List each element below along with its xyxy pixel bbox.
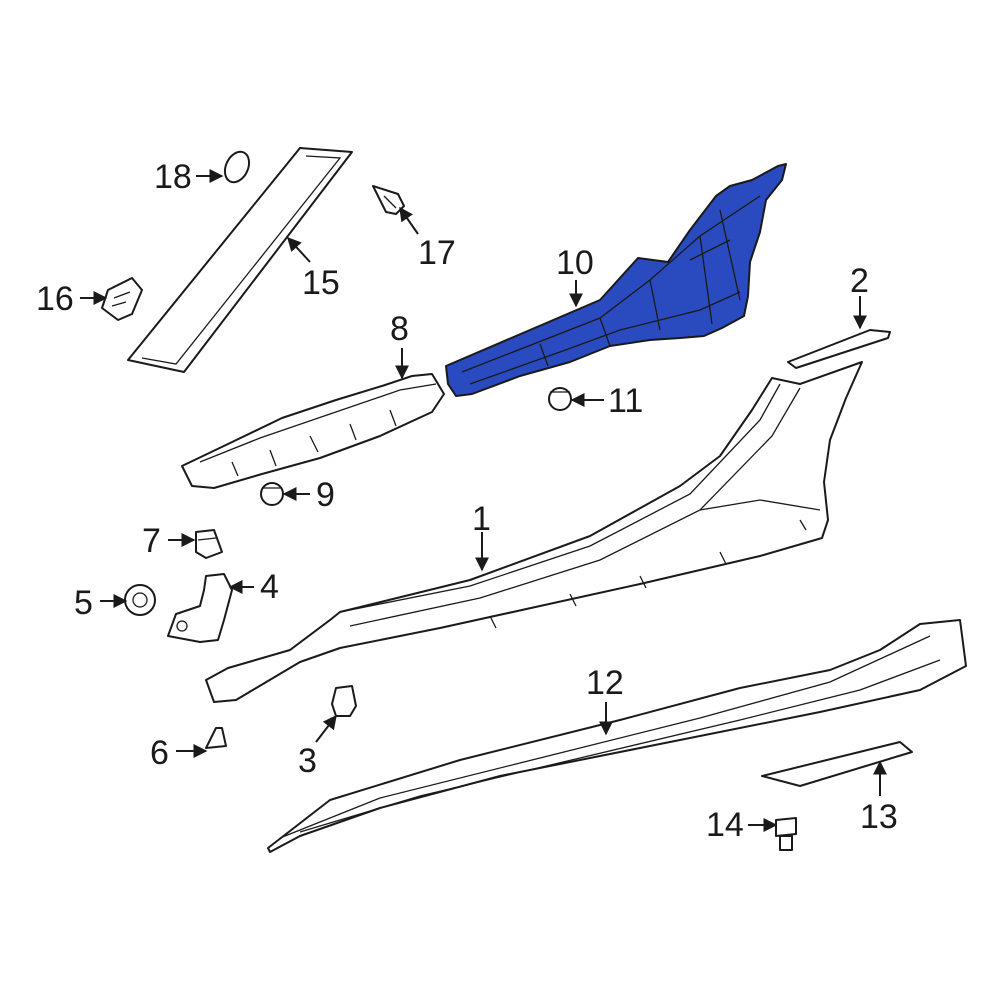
callout-7: 7 [142, 522, 161, 560]
part-17-clip[interactable] [372, 185, 405, 215]
callout-6: 6 [150, 734, 169, 772]
part-16-clip[interactable] [101, 277, 143, 321]
callout-15: 15 [302, 264, 340, 302]
part-7-block[interactable] [195, 529, 223, 559]
part-12-rocker-molding[interactable] [267, 619, 967, 853]
part-6-clip[interactable] [205, 727, 227, 749]
part-13-molding[interactable] [761, 741, 913, 787]
part-14-bolt[interactable] [775, 817, 797, 851]
callout-5: 5 [74, 584, 93, 622]
part-1-side-sill[interactable] [205, 361, 863, 703]
callout-17: 17 [418, 234, 456, 272]
callout-16: 16 [36, 280, 74, 318]
callout-3: 3 [298, 742, 317, 780]
part-8-bracket[interactable] [181, 373, 445, 489]
callout-labels: 1 2 3 4 5 6 7 8 9 10 11 12 13 14 15 16 1… [36, 158, 898, 844]
callout-9: 9 [316, 476, 335, 514]
part-11-clip[interactable] [548, 387, 572, 411]
callout-18: 18 [154, 158, 192, 196]
callout-2: 2 [850, 262, 869, 300]
callout-13: 13 [860, 798, 898, 836]
part-9-clip[interactable] [260, 482, 284, 506]
callout-10: 10 [556, 244, 594, 282]
part-2-strip[interactable] [787, 329, 891, 369]
callout-14: 14 [706, 806, 744, 844]
part-10-reinforcement[interactable] [445, 163, 787, 397]
part-4-bracket[interactable] [167, 573, 233, 643]
callout-12: 12 [586, 664, 624, 702]
part-15-pillar-garnish[interactable] [127, 147, 353, 373]
callout-1: 1 [472, 500, 491, 538]
part-5-grommet[interactable] [124, 584, 156, 616]
callout-4: 4 [260, 568, 279, 606]
part-3-clip[interactable] [331, 685, 357, 717]
callout-11: 11 [608, 382, 643, 420]
part-18-plug[interactable] [220, 148, 253, 186]
leader-lines [80, 169, 887, 832]
callout-8: 8 [390, 310, 409, 348]
